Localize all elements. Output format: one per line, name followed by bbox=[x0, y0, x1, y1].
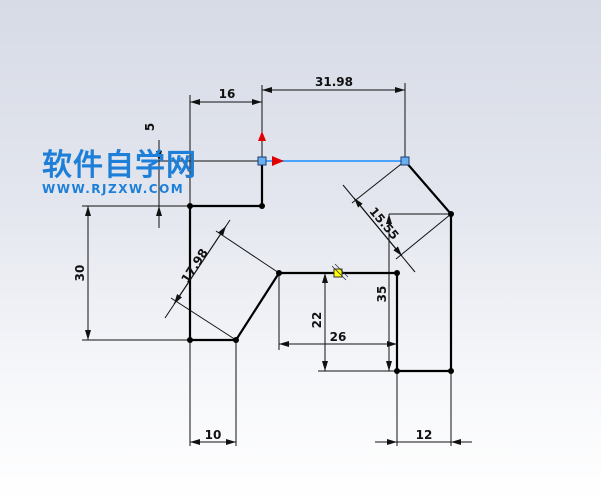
dimension-10[interactable]: 10 bbox=[205, 428, 222, 442]
dimension-12[interactable]: 12 bbox=[416, 428, 433, 442]
sketch-profile[interactable] bbox=[188, 160, 453, 373]
dimension-22[interactable]: 22 bbox=[310, 312, 324, 329]
origin-arrow-right-icon bbox=[272, 156, 284, 166]
watermark-title: 软件自学网 bbox=[42, 148, 197, 183]
sketch-points[interactable] bbox=[187, 203, 454, 374]
selected-endpoint[interactable] bbox=[400, 156, 410, 166]
dimension-31-98[interactable]: 31.98 bbox=[315, 75, 353, 89]
dimension-16[interactable]: 16 bbox=[219, 87, 236, 101]
selected-endpoint[interactable] bbox=[257, 156, 267, 166]
dimension-15-55[interactable]: 15.55 bbox=[366, 204, 401, 242]
dimension-17-98[interactable]: 17.98 bbox=[178, 246, 210, 285]
dimension-lines[interactable] bbox=[85, 87, 472, 445]
watermark-url: WWW.RJZXW.COM bbox=[42, 182, 185, 196]
extension-lines bbox=[82, 83, 452, 446]
midpoint-relation-icon[interactable] bbox=[333, 268, 343, 278]
dimension-5[interactable]: 5 bbox=[143, 123, 157, 131]
dimension-35[interactable]: 35 bbox=[375, 286, 389, 303]
dimension-30[interactable]: 30 bbox=[73, 265, 87, 282]
origin-arrow-up-icon bbox=[258, 131, 266, 141]
dimension-26[interactable]: 26 bbox=[330, 330, 347, 344]
watermark-logo: 软件自学网 WWW.RJZXW.COM bbox=[42, 148, 197, 197]
coincident-marker-icon bbox=[331, 263, 349, 281]
